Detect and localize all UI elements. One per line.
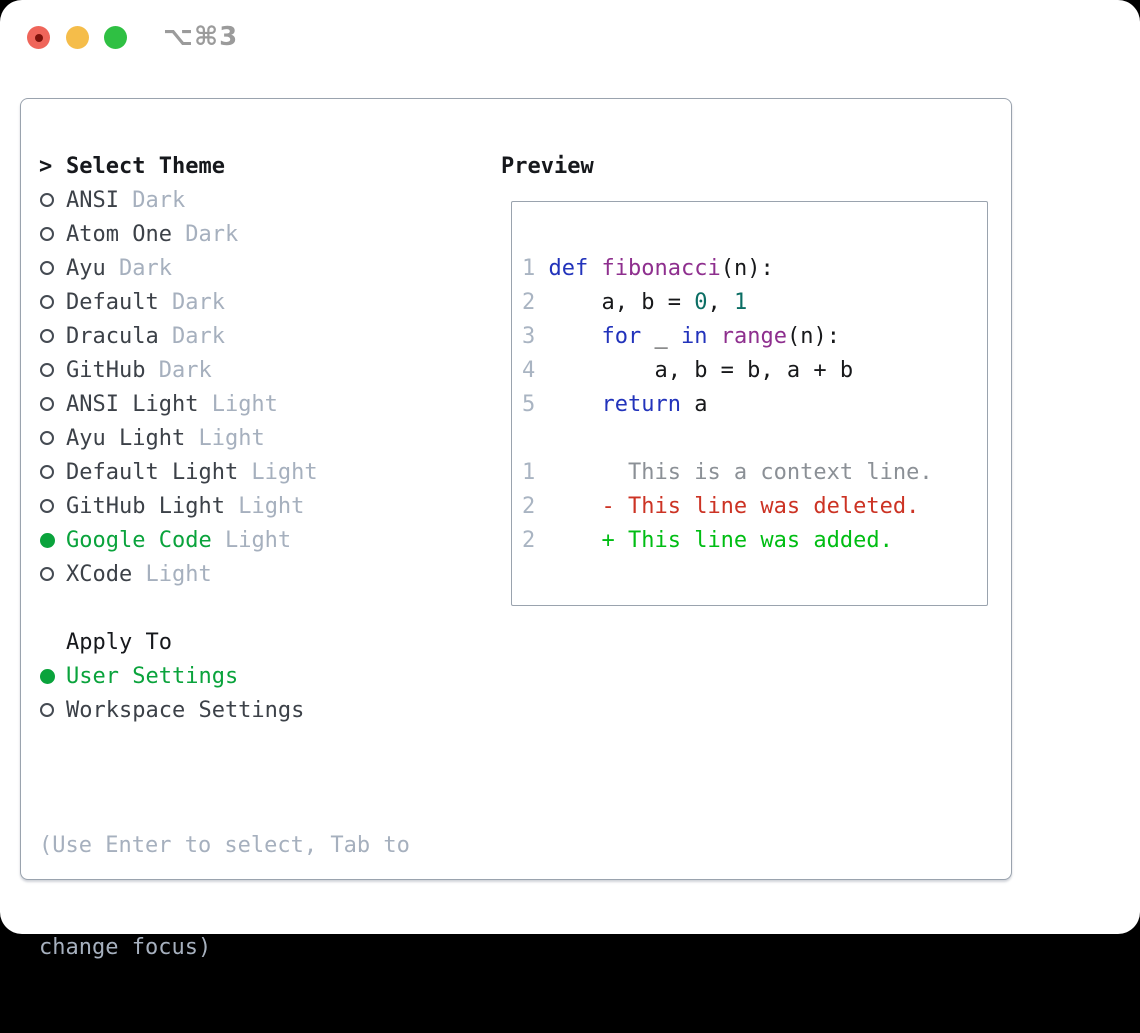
titlebar: ⌥⌘3 — [0, 0, 1140, 76]
preview-code-line: 2 + This line was added. — [522, 528, 893, 553]
theme-option[interactable]: Ayu Light Light — [39, 421, 479, 455]
preview-box: 1 def fibonacci(n): 2 a, b = 0, 1 3 for _ … — [511, 201, 988, 606]
radio-icon — [40, 397, 54, 411]
preview-code-line: 1 This is a context line. — [522, 460, 933, 485]
window-title: ⌥⌘3 — [163, 22, 239, 52]
preview-title: Preview — [501, 153, 594, 179]
theme-list: ANSI Dark Atom One Dark Ayu Dark Default… — [39, 183, 479, 591]
option-name: Dracula — [66, 323, 159, 349]
option-variant: Light — [132, 561, 212, 587]
selection-cursor-icon: > — [39, 153, 53, 179]
hint-line-2: change focus) — [39, 935, 212, 960]
option-variant: Light — [185, 425, 265, 451]
preview-code-line: 5 return a — [522, 392, 708, 417]
option-variant: Dark — [118, 187, 186, 213]
option-name: Default — [66, 289, 159, 315]
spacer — [39, 591, 479, 625]
preview-code-line: 1 def fibonacci(n): — [522, 256, 774, 281]
apply-option[interactable]: User Settings — [39, 659, 479, 693]
option-variant: Dark — [145, 357, 212, 383]
option-name: Workspace Settings — [66, 697, 305, 723]
radio-icon — [40, 193, 54, 207]
theme-option[interactable]: Default Dark — [39, 285, 479, 319]
option-name: GitHub — [66, 357, 146, 383]
apply-to-header: Apply To — [39, 625, 479, 659]
radio-icon — [40, 227, 54, 241]
option-name: GitHub Light — [66, 493, 225, 519]
radio-icon — [40, 668, 55, 684]
theme-option[interactable]: Default Light Light — [39, 455, 479, 489]
hint-text: (Use Enter to select, Tab to change focu… — [39, 761, 479, 1033]
option-variant: Dark — [105, 255, 172, 281]
select-theme-title: Select Theme — [66, 153, 225, 179]
theme-option[interactable]: Google Code Light — [39, 523, 479, 557]
option-name: Default Light — [66, 459, 239, 485]
theme-option[interactable]: XCode Light — [39, 557, 479, 591]
option-variant: Light — [198, 391, 278, 417]
option-name: Ayu Light — [66, 425, 186, 451]
radio-icon — [40, 261, 54, 275]
theme-option[interactable]: Ayu Dark — [39, 251, 479, 285]
preview-code: 1 def fibonacci(n): 2 a, b = 0, 1 3 for _ … — [522, 252, 987, 558]
option-variant: Dark — [158, 289, 225, 315]
select-theme-header: > Select Theme — [39, 149, 479, 183]
option-name: ANSI Light — [66, 391, 199, 417]
preview-code-line: 2 - This line was deleted. — [522, 494, 920, 519]
preview-code-line — [522, 422, 987, 456]
radio-icon — [40, 465, 54, 479]
radio-icon — [40, 499, 54, 513]
theme-option[interactable]: Atom One Dark — [39, 217, 479, 251]
app-window: ⌥⌘3 > Select Theme ANSI Dark Atom One Da… — [0, 0, 1140, 960]
option-variant: Light — [224, 493, 305, 519]
preview-code-line: 3 for _ in range(n): — [522, 324, 840, 349]
option-name: ANSI — [66, 187, 119, 213]
close-button[interactable] — [27, 26, 50, 49]
apply-to-title: Apply To — [66, 629, 172, 655]
radio-icon — [40, 703, 54, 717]
option-variant: Light — [238, 459, 318, 485]
option-name: User Settings — [66, 663, 239, 689]
option-variant: Dark — [158, 323, 225, 349]
theme-picker-column: > Select Theme ANSI Dark Atom One Dark A… — [39, 149, 479, 1033]
close-dot-icon — [34, 33, 43, 42]
radio-icon — [40, 329, 54, 343]
apply-to-list: User Settings Workspace Settings — [39, 659, 479, 727]
theme-option[interactable]: ANSI Dark — [39, 183, 479, 217]
option-variant: Dark — [171, 221, 239, 247]
theme-option[interactable]: ANSI Light Light — [39, 387, 479, 421]
radio-icon — [40, 431, 54, 445]
theme-option[interactable]: GitHub Light Light — [39, 489, 479, 523]
radio-icon — [40, 567, 54, 581]
theme-option[interactable]: Dracula Dark — [39, 319, 479, 353]
theme-selector-dialog: > Select Theme ANSI Dark Atom One Dark A… — [20, 98, 1012, 960]
zoom-button[interactable] — [104, 26, 127, 49]
option-name: Ayu — [66, 255, 106, 281]
radio-icon — [40, 532, 55, 548]
option-variant: Light — [211, 527, 292, 553]
minimize-button[interactable] — [66, 26, 89, 49]
apply-option[interactable]: Workspace Settings — [39, 693, 479, 727]
radio-icon — [40, 363, 54, 377]
preview-code-line: 4 a, b = b, a + b — [522, 358, 854, 383]
radio-icon — [40, 295, 54, 309]
option-name: Atom One — [66, 221, 172, 247]
option-name: XCode — [66, 561, 133, 587]
theme-option[interactable]: GitHub Dark — [39, 353, 479, 387]
preview-code-line: 2 a, b = 0, 1 — [522, 290, 748, 315]
option-name: Google Code — [66, 527, 212, 553]
hint-line-1: (Use Enter to select, Tab to — [39, 833, 410, 858]
